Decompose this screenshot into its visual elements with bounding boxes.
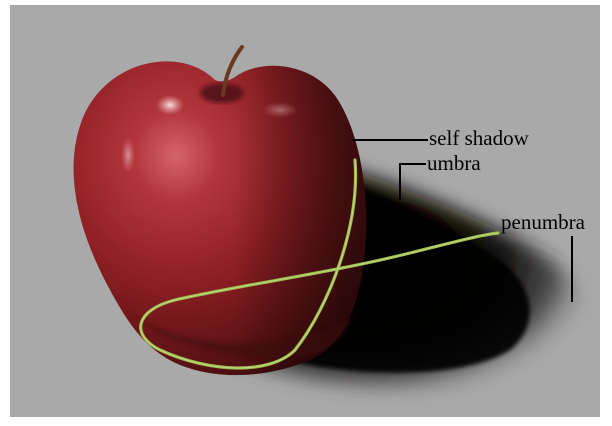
umbra-label: umbra: [427, 153, 481, 174]
apple-highlight-3: [262, 102, 298, 118]
penumbra-label: penumbra: [501, 212, 585, 233]
apple-highlight: [156, 95, 184, 115]
self-shadow-label: self shadow: [429, 128, 529, 149]
apple-highlight-2: [121, 137, 135, 173]
apple-self-shadow: [74, 61, 367, 375]
